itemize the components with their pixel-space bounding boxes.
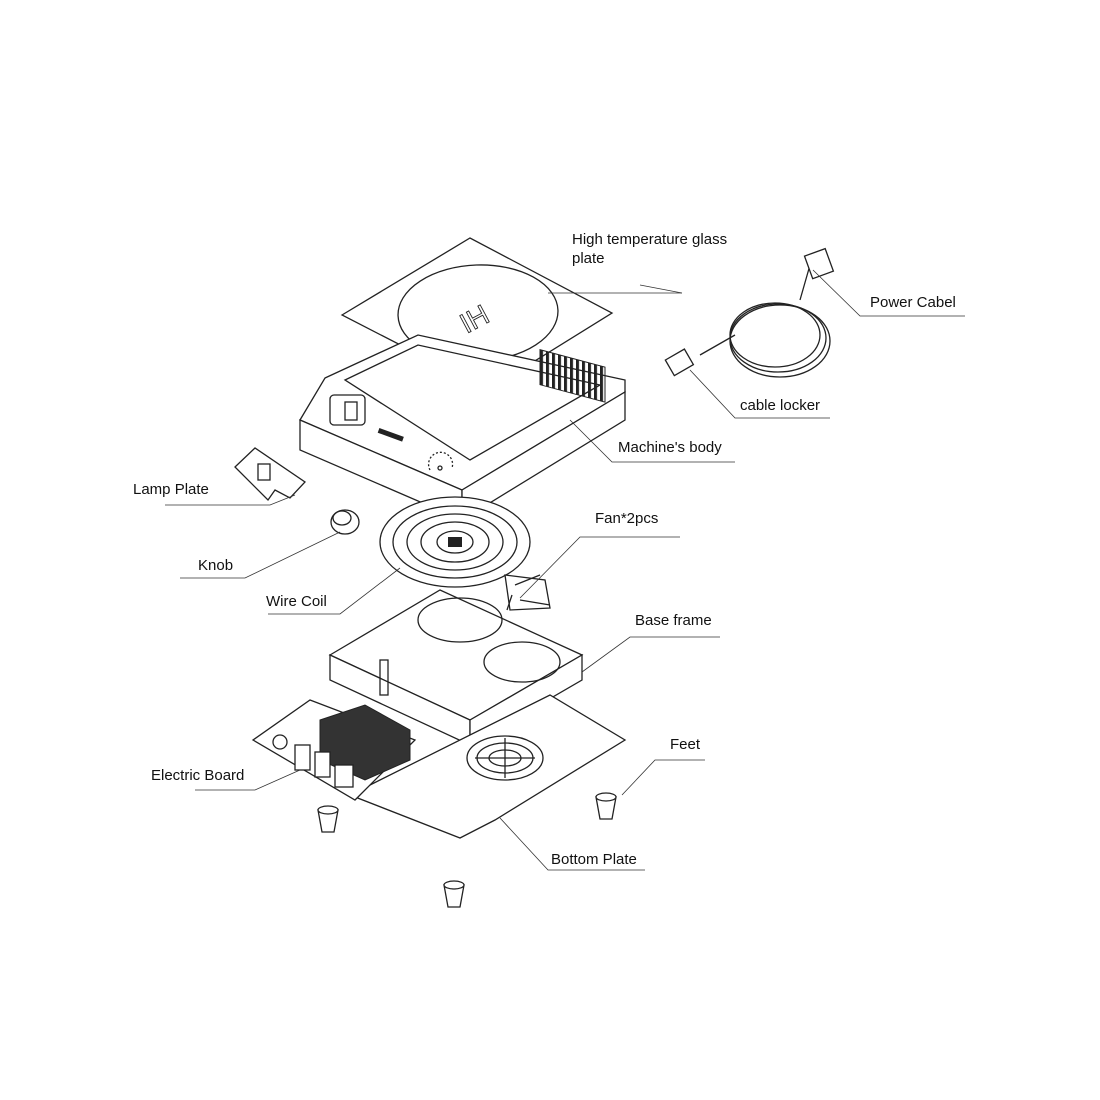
label-feet: Feet — [670, 736, 701, 753]
label-power-cable: Power Cabel — [870, 294, 956, 311]
machine-body — [299, 334, 626, 522]
label-knob: Knob — [198, 557, 234, 574]
label-wire-coil: Wire Coil — [266, 593, 327, 610]
feet — [317, 792, 617, 908]
bottom-plate — [348, 694, 627, 839]
electric-board — [251, 699, 417, 801]
label-glass-plate: High temperature glass plate — [572, 230, 727, 268]
label-bottom-plate: Bottom Plate — [551, 851, 637, 868]
label-glass-plate-line1: High temperature glass — [572, 231, 728, 248]
label-electric-board: Electric Board — [151, 767, 245, 784]
label-fan: Fan*2pcs — [595, 510, 659, 527]
power-cable — [664, 247, 835, 378]
label-machine-body: Machine's body — [618, 439, 722, 456]
wire-coil — [379, 496, 531, 588]
knob — [330, 509, 360, 535]
lamp-plate — [234, 447, 306, 502]
label-glass-plate-line2: plate — [572, 250, 605, 267]
label-cable-locker: cable locker — [740, 397, 821, 414]
label-base-frame: Base frame — [635, 612, 712, 629]
label-lamp-plate: Lamp Plate — [133, 481, 209, 498]
leader-lines — [165, 269, 965, 871]
fan — [504, 574, 551, 611]
